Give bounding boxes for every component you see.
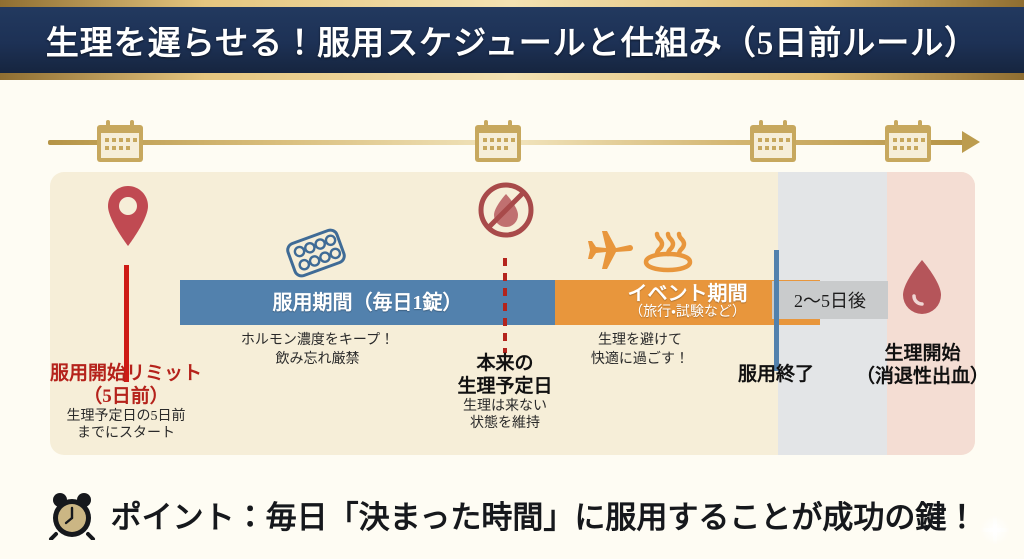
bleeding-start-label: 生理開始 （消退性出血） (855, 343, 989, 388)
airplane-icon (578, 228, 634, 274)
footer-point-banner: ポイント：毎日「決まった時間」に服用することが成功の鍵！ (0, 470, 1024, 559)
dosing-period-bar: 服用期間（毎日1錠） (180, 280, 555, 325)
calendar-icon (750, 119, 796, 166)
page-title: 生理を遅らせる！服用スケジュールと仕組み（5日前ルール） (45, 26, 979, 62)
dosing-period-note: ホルモン濃度をキープ！ 飲み忘れ厳禁 (240, 333, 395, 367)
blood-drop-icon (900, 258, 944, 316)
expected-period-label: 本来の 生理予定日 生理は来ない 状態を維持 (457, 353, 553, 432)
after-dose-duration-badge: 2〜5日後 (772, 281, 888, 319)
schedule-card: 服用期間（毎日1錠） イベント期間 （旅行・試験など） (50, 172, 975, 455)
calendar-icon (475, 119, 521, 166)
expected-period-marker-line (503, 258, 507, 353)
no-blood-drop-icon (476, 180, 536, 240)
sparkle-decoration (980, 515, 1010, 545)
map-pin-icon (107, 185, 149, 247)
calendar-icon (97, 119, 143, 166)
footer-point-text: ポイント：毎日「決まった時間」に服用することが成功の鍵！ (110, 500, 978, 535)
start-limit-label: 服用開始リミット （5日前） 生理予定日の5日前 までにスタート (49, 363, 202, 442)
header-band (0, 7, 1024, 73)
alarm-clock-icon (47, 490, 97, 541)
dosing-end-label: 服用終了 (737, 364, 814, 385)
start-limit-marker-line (124, 265, 129, 382)
hot-spring-icon (640, 228, 696, 274)
calendar-icon (885, 119, 931, 166)
bleeding-panel (887, 172, 975, 455)
header-gold-bar-top (0, 0, 1024, 7)
dosing-end-marker-line (774, 250, 779, 371)
dosing-period-label: 服用期間（毎日1錠） (272, 291, 463, 314)
header-gold-bar-bottom (0, 73, 1024, 80)
event-period-sublabel: （旅行・試験など） (629, 305, 746, 321)
arrow-right-icon (962, 131, 980, 153)
event-period-note: 生理を避けて 快適に過ごす！ (590, 333, 690, 367)
header: 生理を遅らせる！服用スケジュールと仕組み（5日前ルール） (0, 0, 1024, 80)
pill-blister-icon (280, 222, 352, 284)
event-period-label: イベント期間 (627, 283, 748, 306)
